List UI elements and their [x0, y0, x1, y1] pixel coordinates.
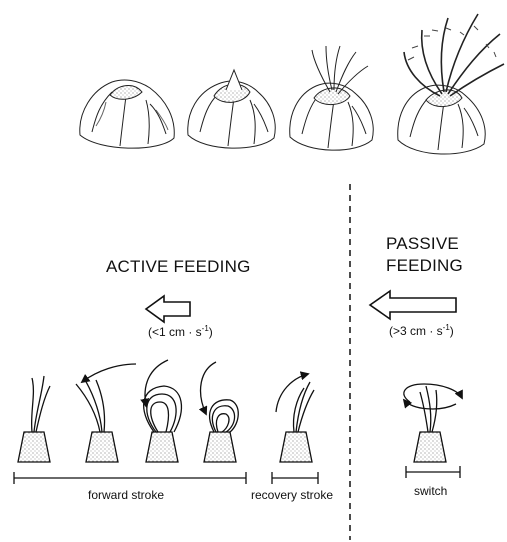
active-flow-speed-close: ): [209, 325, 213, 339]
barnacle-cirri-extended: [398, 14, 504, 154]
motion-arrow-1: [82, 364, 136, 382]
passive-flow-speed: (>3 cm · s-1): [389, 323, 454, 338]
active-flow-speed-exponent: -1: [202, 324, 209, 333]
forward-stroke-label: forward stroke: [88, 488, 164, 502]
passive-feeding-heading: PASSIVE FEEDING: [386, 233, 463, 277]
switch-label: switch: [414, 484, 447, 498]
stroke-stage-1: [18, 376, 50, 462]
motion-arrow-switch: [404, 384, 462, 402]
barnacle-illustrations: [80, 14, 504, 154]
passive-flow-speed-close: ): [450, 324, 454, 338]
recovery-stroke-bracket: [272, 472, 318, 484]
stroke-stage-3: [144, 386, 182, 462]
forward-stroke-bracket: [14, 472, 246, 484]
stroke-sequence: [18, 360, 462, 462]
recovery-stroke-label: recovery stroke: [251, 488, 333, 502]
barnacle-cirri-extending: [290, 46, 373, 150]
brackets: [14, 466, 460, 484]
passive-flow-arrow: [370, 291, 456, 319]
motion-arrow-2: [145, 360, 168, 406]
barnacle-closed: [80, 80, 174, 148]
passive-heading-line-2: FEEDING: [386, 255, 463, 277]
motion-arrow-recovery: [276, 374, 308, 412]
stroke-stage-switch: [414, 386, 446, 462]
passive-flow-speed-exponent: -1: [443, 323, 450, 332]
stroke-stage-2: [76, 378, 118, 462]
active-flow-speed: (<1 cm · s-1): [148, 324, 213, 339]
active-flow-speed-value: (<1 cm · s: [148, 325, 202, 339]
barnacle-opening: [188, 70, 275, 148]
passive-flow-speed-value: (>3 cm · s: [389, 324, 443, 338]
stroke-stage-recovery: [280, 382, 314, 462]
switch-bracket: [406, 466, 460, 478]
motion-arrow-3: [201, 362, 216, 414]
stroke-stage-4: [204, 400, 238, 462]
active-feeding-heading: ACTIVE FEEDING: [106, 257, 251, 277]
passive-heading-line-1: PASSIVE: [386, 233, 463, 255]
active-flow-arrow: [146, 296, 190, 322]
